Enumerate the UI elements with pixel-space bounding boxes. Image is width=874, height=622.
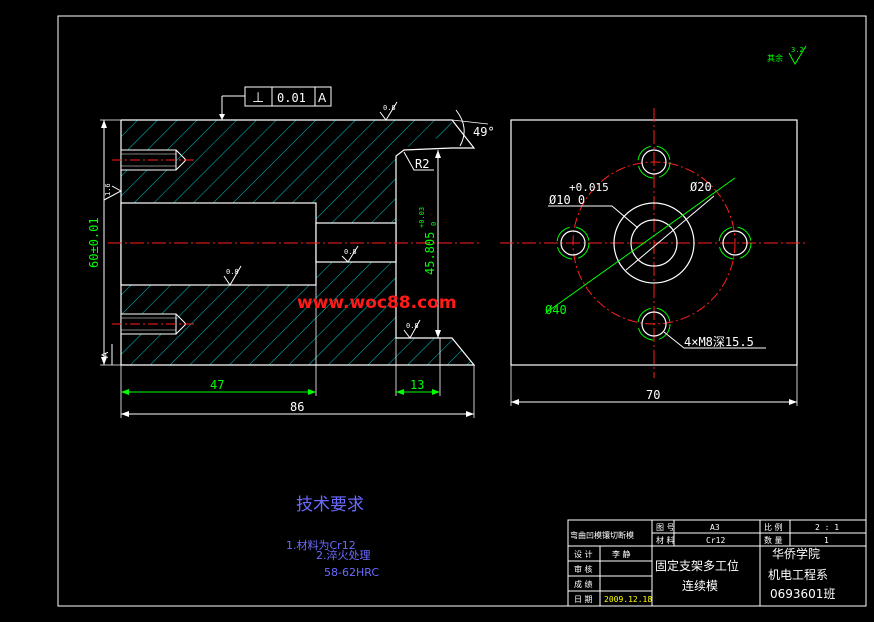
dim-40-leader (546, 177, 736, 313)
roughness-icon (788, 45, 807, 65)
tolerance-symbol: ⊥ (252, 90, 264, 106)
radius-label: R2 (415, 157, 429, 171)
svg-text:设 计: 设 计 (574, 549, 593, 559)
tolerance-datum: A (318, 91, 327, 105)
front-outline (120, 119, 476, 366)
dim-slot: 45.805 (423, 232, 437, 275)
svg-text:2 : 1: 2 : 1 (815, 523, 839, 532)
svg-text:A3: A3 (710, 523, 720, 532)
dim-slot-tol: +0.03 (418, 207, 426, 228)
svg-text:图 号: 图 号 (656, 523, 675, 532)
roughness-step: 0.8 (403, 319, 421, 339)
dim-13: 13 (410, 378, 424, 392)
dim-70: 70 (646, 388, 660, 402)
svg-text:0.8: 0.8 (226, 268, 239, 276)
bore-circle-20 (613, 202, 695, 284)
dim-20-leader (625, 195, 715, 271)
svg-text:Cr12: Cr12 (706, 536, 725, 545)
svg-text:0.8: 0.8 (406, 322, 419, 330)
tolerance-frame (244, 86, 332, 107)
dim-10-leader (548, 205, 639, 229)
tolerance-value: 0.01 (277, 91, 306, 105)
svg-text:2009.12.18: 2009.12.18 (604, 595, 652, 604)
title-block-text: 弯曲凹模镶切断模 图 号 A3 比 例 2 : 1 材 料 Cr12 数 量 1… (570, 522, 839, 604)
watermark: www.woc88.com (297, 293, 457, 313)
svg-text:固定支架多工位: 固定支架多工位 (655, 558, 739, 573)
svg-text:弯曲凹模镶切断模: 弯曲凹模镶切断模 (570, 530, 634, 540)
bore-circle-10 (630, 219, 678, 267)
svg-text:1.6: 1.6 (104, 183, 112, 196)
svg-text:成 绩: 成 绩 (574, 579, 593, 589)
side-view: +0.015 Ø10 0 Ø20 Ø40 4×M8深15.5 70 (500, 108, 808, 406)
svg-text:比 例: 比 例 (764, 522, 783, 532)
dim-bore: Ø10 0 (549, 193, 585, 207)
svg-text:0.8: 0.8 (383, 104, 396, 112)
thread-holes (556, 145, 752, 341)
svg-text:审 核: 审 核 (574, 564, 593, 574)
dim-height: 60±0.01 (87, 217, 101, 268)
title-block (567, 519, 867, 607)
requirement-2: 2.淬火处理 (316, 548, 371, 562)
datum-label: A (101, 351, 111, 358)
svg-text:数 量: 数 量 (764, 535, 783, 545)
dim-20: Ø20 (690, 180, 712, 194)
sheet-border (57, 15, 867, 607)
holes-leader (663, 331, 766, 349)
svg-text:材 料: 材 料 (656, 535, 675, 545)
dim-47: 47 (210, 378, 224, 392)
svg-text:连续模: 连续模 (682, 578, 718, 593)
hatch-upper (121, 120, 452, 223)
dim-40: Ø40 (545, 303, 567, 317)
hatch-lower (121, 262, 474, 365)
svg-text:1: 1 (824, 536, 829, 545)
global-roughness-label: 其余 (767, 53, 783, 63)
svg-text:0.8: 0.8 (344, 248, 357, 256)
dim-86: 86 (290, 400, 304, 414)
roughness-bore: 0.8 (223, 265, 242, 286)
svg-text:华侨学院: 华侨学院 (772, 546, 820, 561)
svg-text:机电工程系: 机电工程系 (768, 567, 828, 582)
requirements-title: 技术要求 (296, 495, 364, 515)
dim-bore-tol: +0.015 (569, 181, 609, 194)
svg-text:李 静: 李 静 (612, 549, 631, 559)
roughness-top: 0.8 (379, 101, 398, 121)
angle-arc (455, 109, 465, 147)
front-view: ⊥ 0.01 A 0.8 0.8 0.8 0.8 1.6 R2 49° (87, 86, 495, 418)
svg-text:0693601班: 0693601班 (770, 587, 835, 601)
pitch-circle (572, 161, 736, 325)
roughness-left: 1.6 (103, 183, 123, 201)
angle-label: 49° (473, 125, 495, 139)
requirement-3: 58-62HRC (324, 566, 379, 579)
global-roughness-value: 3.2 (791, 46, 804, 54)
dim-slot-tol-lower: 0 (430, 222, 438, 226)
holes-label: 4×M8深15.5 (684, 335, 754, 349)
svg-text:日 期: 日 期 (574, 595, 593, 604)
radius-leader (403, 151, 434, 171)
requirement-1: 1.材料为Cr12 (286, 538, 356, 552)
bore (120, 202, 317, 286)
roughness-slot: 0.8 (341, 245, 359, 263)
